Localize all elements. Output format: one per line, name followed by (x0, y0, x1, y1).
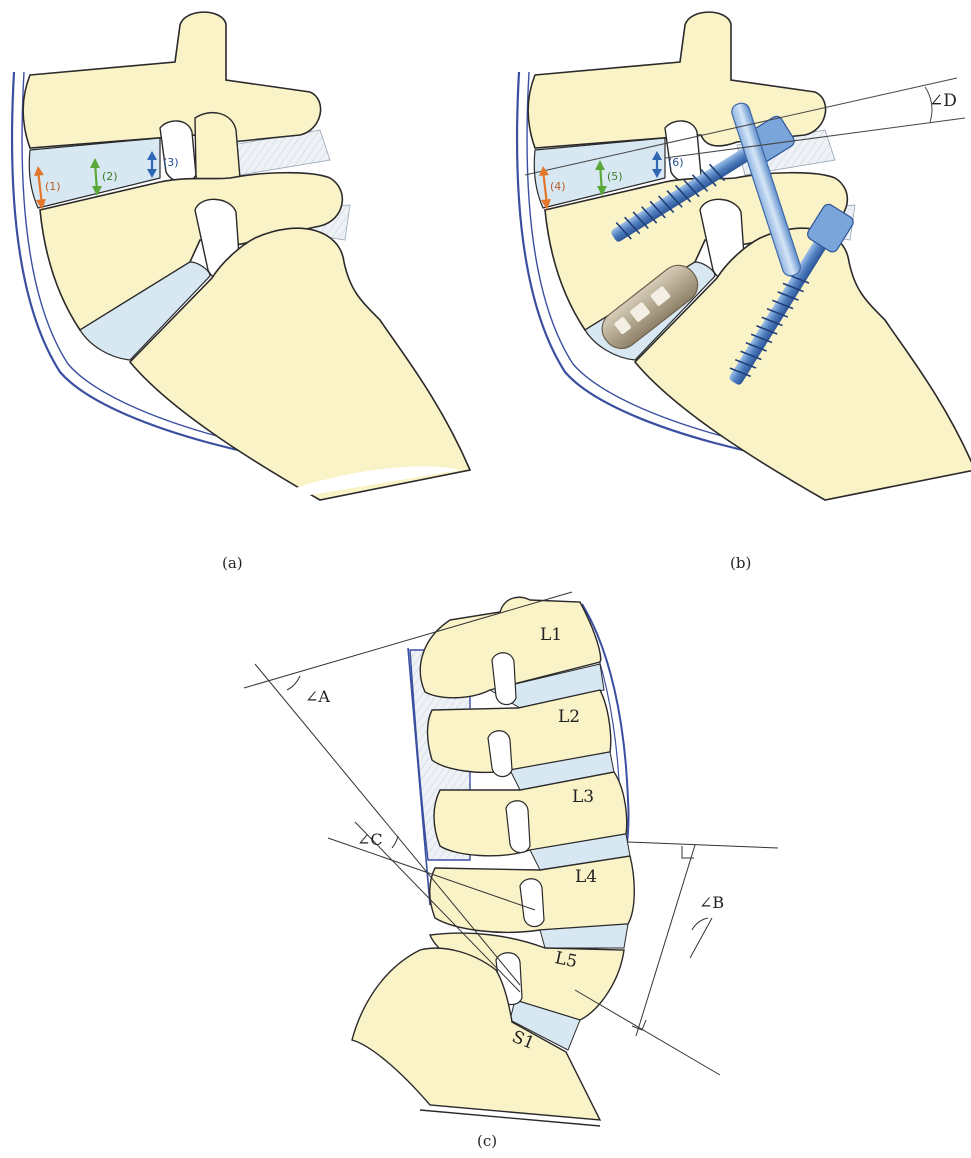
panel-a: (1) (2) (3) (a) (12, 12, 470, 572)
marker-1: (1) (45, 180, 61, 193)
marker-5: (5) (607, 170, 623, 183)
angle-b-line-2 (575, 990, 720, 1075)
label-L1: L1 (540, 625, 562, 645)
caption-a: (a) (222, 554, 243, 572)
marker-6: (6) (668, 156, 684, 169)
caption-c: (c) (477, 1132, 497, 1150)
panel-c: ∠A ∠C ∠B L1 L2 L3 L4 L5 S1 (c) (244, 592, 778, 1150)
caption-b: (b) (730, 554, 751, 572)
angle-b-line-1 (628, 842, 778, 848)
label-L3: L3 (572, 787, 594, 807)
marker-3: (3) (163, 156, 179, 169)
marker-4: (4) (550, 180, 566, 193)
facet-joint (160, 121, 196, 182)
label-L2: L2 (558, 707, 580, 727)
angle-b-label: ∠B (699, 893, 724, 912)
angle-c-label: ∠C (357, 830, 383, 849)
label-L4: L4 (575, 867, 597, 887)
angle-d-label: ∠D (929, 91, 957, 111)
panel-b: ∠D (4) (5) (6) (b) (517, 12, 971, 572)
angle-b-line-4 (690, 918, 712, 958)
angle-a-label: ∠A (305, 687, 330, 706)
marker-2: (2) (102, 170, 118, 183)
angle-b-line-3 (636, 845, 695, 1036)
